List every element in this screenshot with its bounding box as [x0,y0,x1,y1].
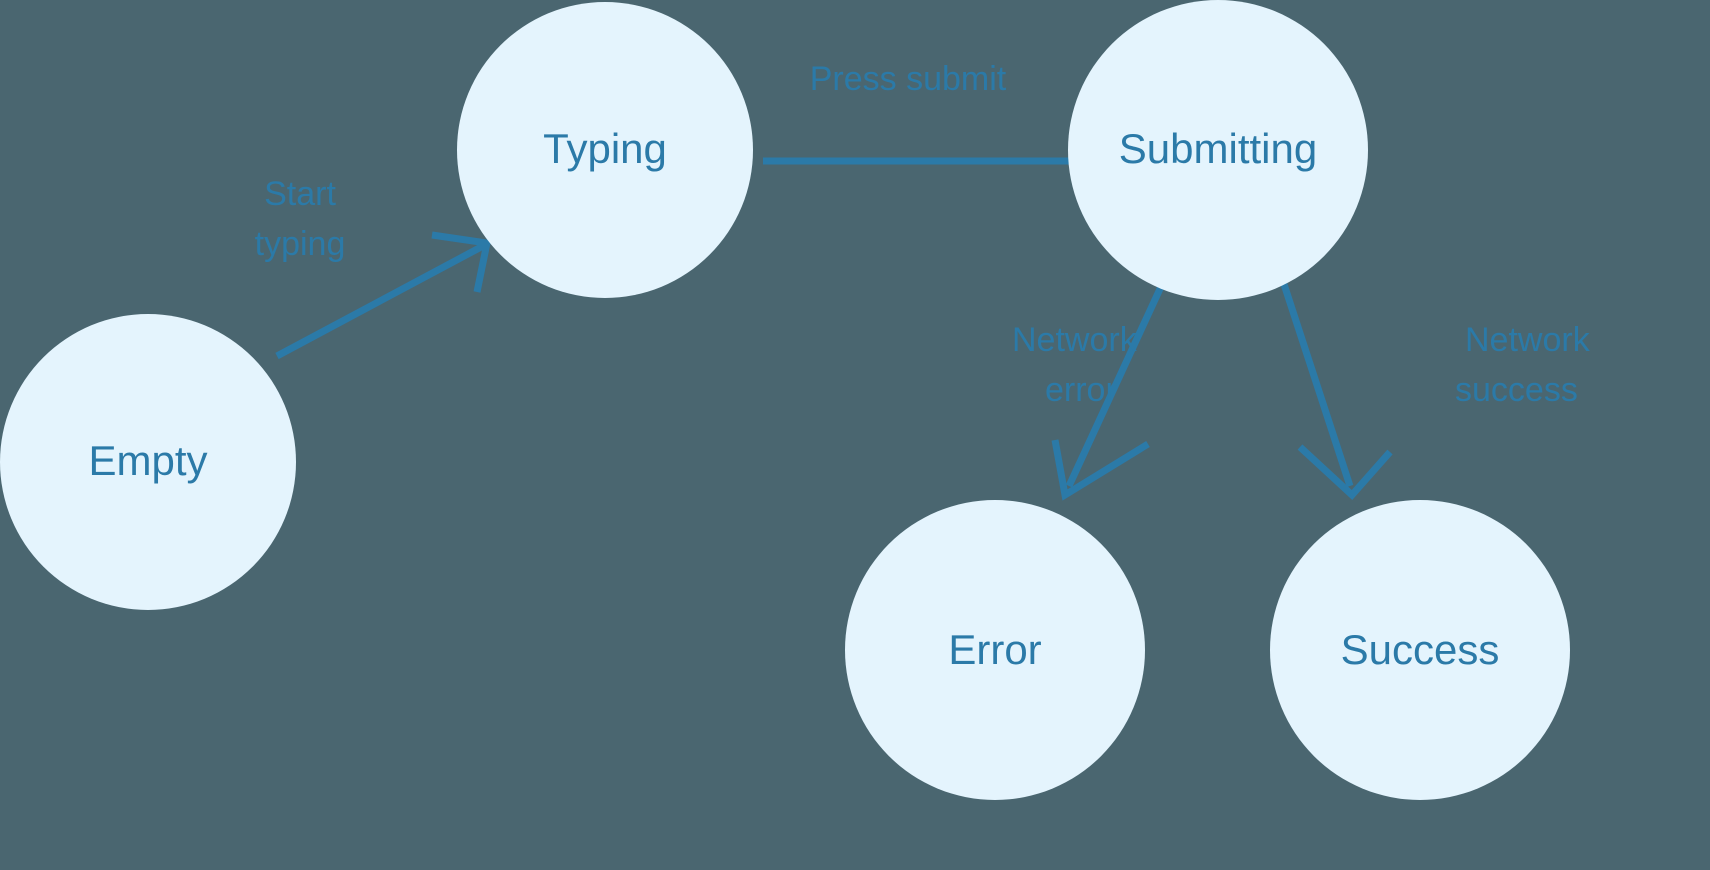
state-node-error[interactable]: Error [845,500,1145,800]
state-node-typing-label: Typing [543,125,667,172]
state-node-success-circle[interactable] [1270,500,1570,800]
state-node-empty[interactable]: Empty [0,314,296,610]
state-node-error-circle[interactable] [845,500,1145,800]
edge-label-line: Network [1465,321,1591,359]
state-node-submitting-label: Submitting [1119,125,1317,172]
state-node-success[interactable]: Success [1270,500,1570,800]
edge-label-typing-to-submitting: Press submit [810,60,1007,98]
state-node-typing[interactable]: Typing [457,2,753,298]
edge-submitting-to-success-line [1276,270,1354,488]
edge-label-submitting-to-error: Network error [1012,321,1138,409]
state-node-error-label: Error [948,626,1041,673]
edge-submitting-to-error [1051,276,1169,501]
state-node-typing-circle[interactable] [457,2,753,298]
edge-label-line: Network [1012,321,1138,359]
state-node-submitting[interactable]: Submitting [1068,0,1368,300]
edge-submitting-to-error-line [1065,276,1169,488]
state-node-empty-label: Empty [88,437,207,484]
edge-label-empty-to-typing: Start typing [255,175,346,263]
edge-submitting-to-error-arrowhead [1051,439,1150,501]
state-node-empty-circle[interactable] [0,314,296,610]
edge-empty-to-typing-line [275,242,485,360]
edge-empty-to-typing-arrowhead [431,231,492,293]
state-node-submitting-circle[interactable] [1068,0,1368,300]
state-node-success-label: Success [1341,626,1500,673]
edge-label-line: success [1455,371,1578,409]
edge-label-line: error [1045,371,1117,409]
edge-label-line: Start [264,175,336,213]
edge-label-line: typing [255,225,346,263]
edge-label-line: Press submit [810,60,1007,98]
edge-label-submitting-to-success: Network success [1455,321,1591,409]
edge-submitting-to-success-arrowhead [1297,444,1393,500]
edge-submitting-to-success [1276,270,1393,500]
edge-empty-to-typing [275,231,492,360]
